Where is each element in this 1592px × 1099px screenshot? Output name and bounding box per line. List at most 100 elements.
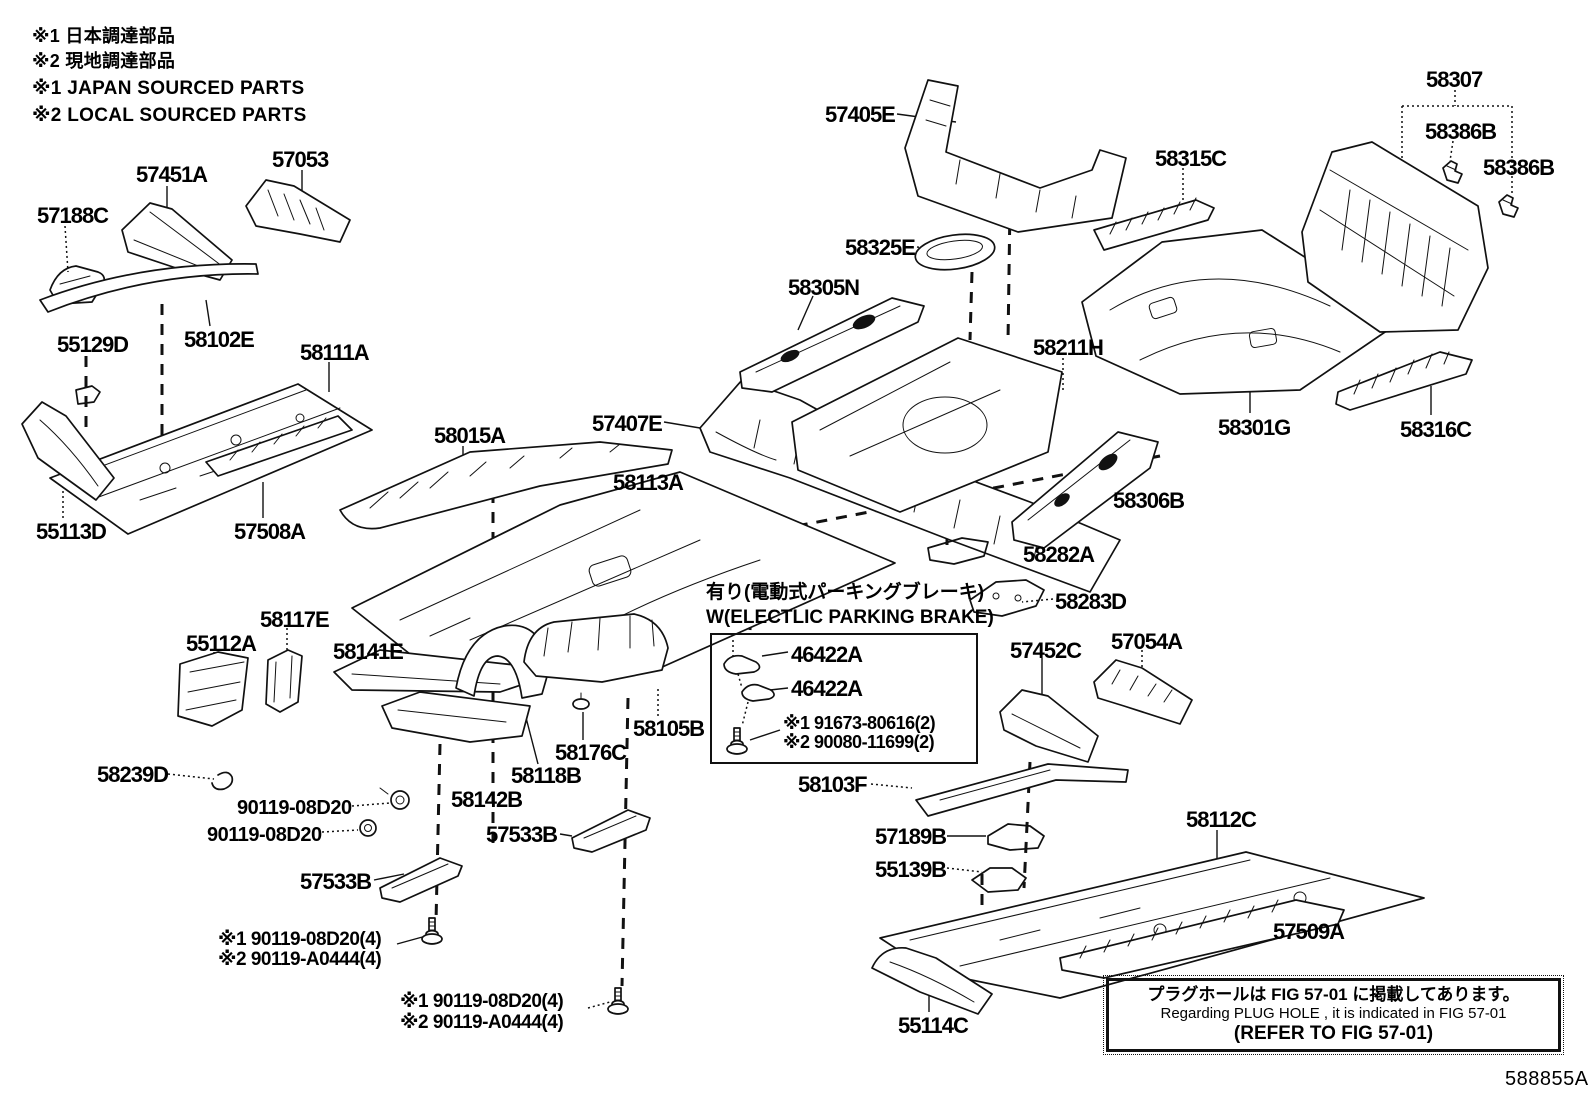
part-label-58211h: 58211H (1033, 335, 1104, 360)
part-label-58283d: 58283D (1055, 589, 1127, 614)
plug-hole-note-box: プラグホールは FIG 57-01 に掲載してあります。 Regarding P… (1103, 975, 1564, 1055)
part-58103F-drawing (915, 763, 1129, 817)
part-58315C-drawing (1093, 197, 1215, 251)
bolt-icon-b (607, 987, 629, 1015)
part-label-57533b: 57533B (300, 869, 372, 894)
part-label-58301g: 58301G (1218, 415, 1291, 440)
callout-alt-part-1: ※1 91673-80616(2) (783, 713, 936, 733)
figure-code: 588855A (1505, 1068, 1589, 1090)
part-label-58142b: 58142B (451, 787, 523, 812)
part-58316C-drawing (1335, 351, 1473, 411)
part-label-58386b: 58386B (1483, 155, 1555, 180)
part-58307-drawing (1301, 141, 1489, 333)
part-label-55129d: 55129D (57, 332, 129, 357)
part-55114C-drawing (871, 947, 993, 1015)
part-label-57508a: 57508A (234, 519, 306, 544)
part-57533B-lower-drawing (379, 857, 463, 903)
fastener-nut2 (359, 819, 377, 837)
part-57452C-drawing (999, 689, 1099, 763)
part-label-55139b: 55139B (875, 857, 947, 882)
plug-hole-note-ref: (REFER TO FIG 57-01) (1233, 1023, 1434, 1044)
part-label-57189b: 57189B (875, 824, 947, 849)
part-label-58015a: 58015A (434, 423, 506, 448)
legend-jp-2: ※2 現地調達部品 (32, 51, 176, 71)
part-58306B-drawing (1011, 431, 1159, 549)
bracket-58307 (1401, 90, 1513, 194)
plug-hole-note-en: Regarding PLUG HOLE , it is indicated in… (1160, 1005, 1507, 1022)
part-label-58111a: 58111A (300, 340, 370, 365)
part-57053-drawing (245, 179, 351, 243)
part-label-58325e: 58325E (845, 235, 916, 260)
part-58111A-drawing (49, 383, 373, 535)
part-label-58103f: 58103F (798, 772, 868, 797)
part-label-58102e: 58102E (184, 327, 255, 352)
part-58176C-drawing (572, 692, 590, 710)
part-label-19011908d204: ※1 90119-08D20(4) (218, 929, 382, 950)
legend: ※1 日本調達部品 ※2 現地調達部品 ※1 JAPAN SOURCED PAR… (32, 27, 332, 137)
part-label-58117e: 58117E (260, 607, 330, 632)
part-label-58316c: 58316C (1400, 417, 1472, 442)
part-label-57405e: 57405E (825, 102, 896, 127)
part-57509A-drawing (1059, 899, 1345, 979)
callout-interior-drawing (723, 640, 789, 755)
part-label-58105b: 58105B (633, 716, 705, 741)
part-58386B-clip2-drawing (1498, 194, 1519, 218)
part-57508A-drawing (205, 415, 353, 477)
part-55112A-drawing (177, 651, 249, 727)
part-58113A-drawing (351, 471, 896, 669)
part-label-290119a04444: ※2 90119-A0444(4) (400, 1012, 564, 1033)
part-label-58176c: 58176C (555, 740, 627, 765)
part-58102E-drawing (39, 263, 259, 313)
part-label-57509a: 57509A (1273, 919, 1345, 944)
part-58105B-drawing (523, 613, 669, 683)
part-57054A-drawing (1093, 659, 1193, 725)
part-label-58112c: 58112C (1186, 807, 1257, 832)
part-label-58282a: 58282A (1023, 542, 1095, 567)
part-label-55112a: 55112A (186, 631, 257, 656)
part-58282A-drawing (927, 537, 989, 565)
part-label-55114c: 55114C (898, 1013, 969, 1038)
part-58117E-drawing (265, 649, 303, 713)
part-label-57451a: 57451A (136, 162, 208, 187)
callout-part-46422A-1: 46422A (791, 642, 863, 667)
part-label-58239d: 58239D (97, 762, 169, 787)
part-57405E-drawing (904, 79, 1127, 233)
part-label-58306b: 58306B (1113, 488, 1185, 513)
part-label-58386b: 58386B (1425, 119, 1497, 144)
part-label-9011908d20: 90119-08D20 (237, 797, 352, 819)
part-label-58141e: 58141E (333, 639, 404, 664)
part-58305N-drawing (739, 297, 925, 393)
part-58142B-drawing (381, 691, 531, 743)
part-55129D-drawing (75, 385, 101, 405)
part-label-57188c: 57188C (37, 203, 109, 228)
part-label-58118b: 58118B (511, 763, 582, 788)
part-label-19011908d204: ※1 90119-08D20(4) (400, 991, 564, 1012)
part-57533B-upper-drawing (571, 809, 651, 853)
part-58211H-drawing (791, 337, 1063, 513)
part-58283D-drawing (969, 579, 1045, 617)
part-55139B-drawing (971, 867, 1027, 893)
part-label-58315c: 58315C (1155, 146, 1227, 171)
parking-brake-callout-box (710, 633, 978, 764)
part-label-58307: 58307 (1426, 67, 1483, 92)
legend-en-2: ※2 LOCAL SOURCED PARTS (32, 105, 307, 126)
bolt-icon-a (421, 917, 443, 945)
legend-en-1: ※1 JAPAN SOURCED PARTS (32, 78, 305, 99)
parking-brake-title-jp: 有り(電動式パーキングブレーキ) (706, 582, 985, 603)
part-57189B-drawing (987, 823, 1045, 851)
callout-part-46422A-2: 46422A (791, 676, 863, 701)
part-58386B-clip1-drawing (1442, 160, 1463, 184)
part-58015A-drawing (339, 441, 673, 530)
part-label-57054a: 57054A (1111, 629, 1183, 654)
callout-alt-part-2: ※2 90080-11699(2) (783, 732, 935, 752)
plug-hole-note-jp: プラグホールは FIG 57-01 に掲載してあります。 (1147, 985, 1520, 1004)
part-label-58305n: 58305N (788, 275, 860, 300)
part-58325E-drawing (914, 233, 996, 271)
part-label-57452c: 57452C (1010, 638, 1082, 663)
part-label-9011908d20: 90119-08D20 (207, 824, 322, 846)
part-label-57053: 57053 (272, 147, 329, 172)
part-label-290119a04444: ※2 90119-A0444(4) (218, 949, 382, 970)
part-label-57533b: 57533B (486, 822, 558, 847)
